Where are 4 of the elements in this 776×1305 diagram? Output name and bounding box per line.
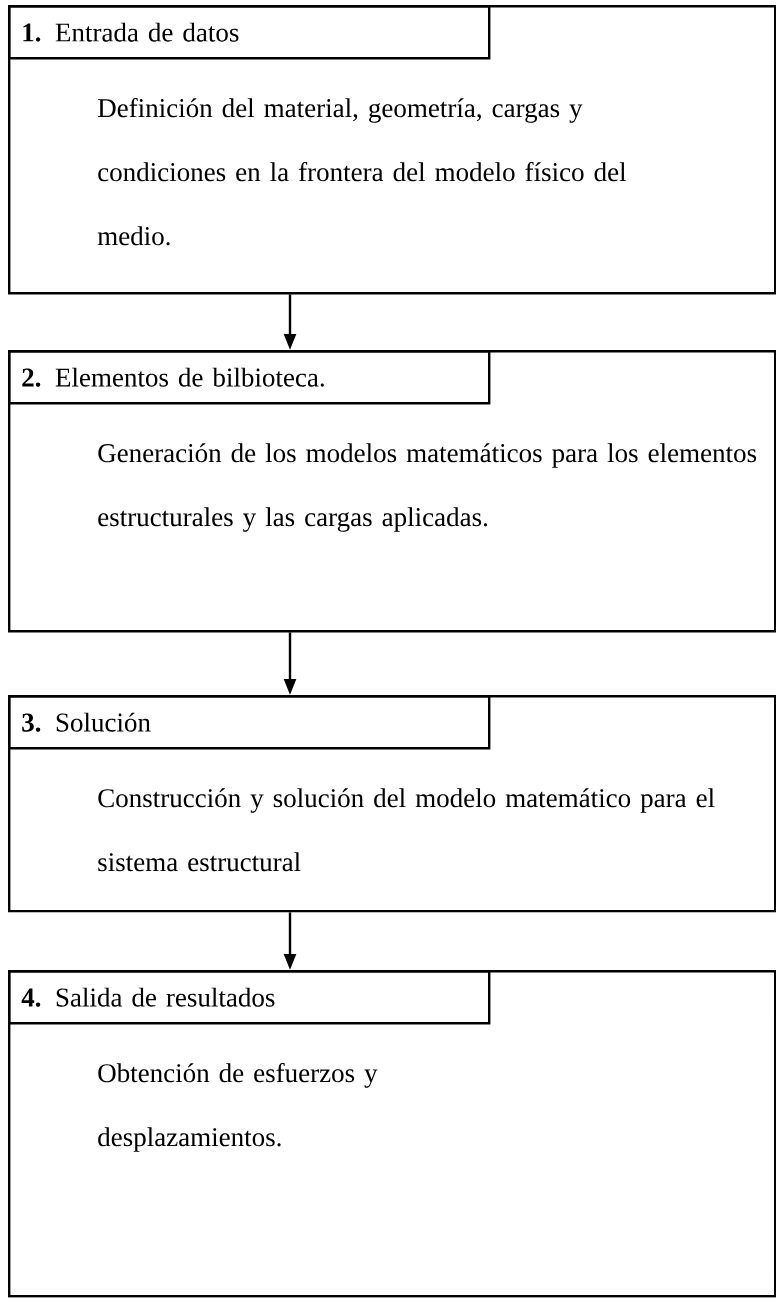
heading-box: 4. Salida de resultados — [8, 970, 491, 1025]
heading-box: 2. Elementos de bilbioteca. — [8, 350, 491, 405]
heading-box: 1. Entrada de datos — [8, 5, 491, 60]
heading-box: 3. Solución — [8, 695, 491, 750]
